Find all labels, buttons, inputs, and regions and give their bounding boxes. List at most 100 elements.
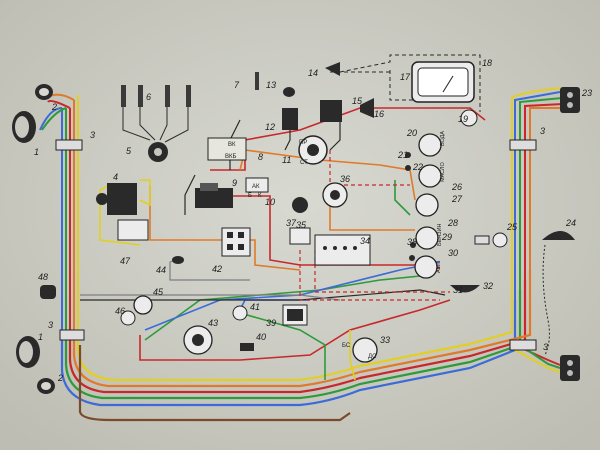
ground-chain (542, 244, 550, 356)
distributor (148, 142, 168, 162)
label-23: 23 (581, 88, 592, 98)
label-43: 43 (208, 318, 218, 328)
label-38: 38 (407, 237, 417, 247)
label-11: 11 (282, 155, 291, 165)
label-32: 32 (483, 281, 493, 291)
label-28: 28 (447, 218, 458, 228)
fuel-gauge (415, 193, 439, 217)
label-46: 46 (115, 306, 125, 316)
component-48 (40, 285, 56, 299)
component-19 (460, 109, 478, 127)
ignition-coil (207, 137, 247, 161)
label-21: 21 (397, 150, 408, 160)
label-8: 8 (258, 152, 263, 162)
label-16: 16 (374, 109, 384, 119)
label-35: 35 (296, 220, 307, 230)
label-47: 47 (120, 256, 131, 266)
label-3-left-top: 3 (90, 130, 95, 140)
label-48: 48 (38, 272, 48, 282)
junction-block-right-bottom (509, 339, 537, 351)
component-46 (120, 310, 136, 326)
label-gauge-benzin: БЕНЗИН (437, 223, 443, 246)
fuel-tank-sender (474, 232, 508, 248)
headlamp-left-bottom (16, 336, 40, 368)
label-25: 25 (506, 222, 518, 232)
label-gauge-ampery: АМП (436, 261, 442, 273)
label-k: К (258, 193, 262, 199)
junction-block-right-top (509, 139, 537, 151)
component-31-32 (450, 285, 480, 293)
light-switch-contacts (323, 246, 357, 250)
bottom-harness (60, 270, 532, 422)
ammeter-lower (414, 255, 438, 279)
label-19: 19 (458, 114, 468, 124)
label-6: 6 (146, 92, 151, 102)
label-37: 37 (286, 218, 297, 228)
component-12 (282, 108, 298, 130)
label-24: 24 (565, 218, 576, 228)
horn-relay (320, 100, 342, 122)
label-36: 36 (340, 174, 350, 184)
voltage-regulator (117, 219, 149, 241)
label-3-right-bottom: 3 (543, 342, 548, 352)
sidelamp-left-top (35, 84, 53, 100)
starter (195, 183, 233, 208)
label-39: 39 (266, 318, 276, 328)
component-13 (283, 87, 295, 97)
oil-pressure-gauge (418, 164, 442, 188)
starter-relay (245, 177, 269, 193)
terminal-labels: ВК ВКБ АК ПР СТ Б К БС ДС ВОДА МАСЛО БЕН… (225, 131, 446, 360)
headlamp-left-top (12, 111, 36, 143)
label-3-left-bottom: 3 (48, 320, 53, 330)
label-gauge-voda: ВОДА (440, 131, 446, 146)
label-18: 18 (482, 58, 492, 68)
label-pr: ПР (299, 140, 307, 146)
label-17: 17 (400, 72, 411, 82)
junction-block-left-top (55, 139, 83, 151)
label-bs: БС (342, 343, 351, 349)
tail-lamp-right-bottom (560, 355, 580, 381)
label-41: 41 (250, 302, 260, 312)
component-36 (322, 182, 348, 208)
plate-light (542, 231, 575, 240)
water-temp-gauge (418, 133, 442, 157)
spark-plugs (121, 85, 191, 107)
label-4: 4 (113, 172, 118, 182)
label-29: 29 (441, 232, 452, 242)
junction-block-left-bottom (59, 329, 85, 341)
label-vkb: ВКБ (225, 154, 236, 160)
component-40 (240, 343, 254, 351)
component-37 (289, 227, 311, 245)
label-40: 40 (256, 332, 266, 342)
component-numbers: 1 1 2 2 3 3 3 3 4 5 6 7 8 9 10 11 12 13 … (34, 58, 592, 383)
label-42: 42 (212, 264, 222, 274)
label-14: 14 (308, 68, 318, 78)
component-14 (325, 62, 340, 76)
ignition-switch (298, 135, 328, 165)
label-gauge-maslo: МАСЛО (440, 161, 446, 182)
label-1-top: 1 (34, 147, 39, 157)
label-10: 10 (265, 197, 275, 207)
label-15: 15 (352, 96, 363, 106)
gauge-lamps (405, 152, 416, 261)
label-vk: ВК (228, 142, 236, 148)
label-26: 26 (451, 182, 462, 192)
label-30: 30 (448, 248, 458, 258)
component-44 (172, 256, 184, 264)
label-2-bottom: 2 (57, 373, 63, 383)
label-31: 31 (453, 285, 463, 295)
component-39 (282, 304, 308, 326)
label-ak: АК (252, 184, 260, 190)
ammeter (415, 226, 439, 250)
label-13: 13 (266, 80, 276, 90)
label-3-right-top: 3 (540, 126, 545, 136)
sidelamp-left-bottom (37, 378, 55, 394)
label-44: 44 (156, 265, 166, 275)
label-45: 45 (153, 287, 164, 297)
label-12: 12 (265, 122, 275, 132)
generator (96, 183, 137, 215)
label-2-top: 2 (51, 102, 57, 112)
component-41 (232, 305, 248, 321)
label-b: Б (248, 193, 252, 199)
label-st: СТ (300, 160, 308, 166)
